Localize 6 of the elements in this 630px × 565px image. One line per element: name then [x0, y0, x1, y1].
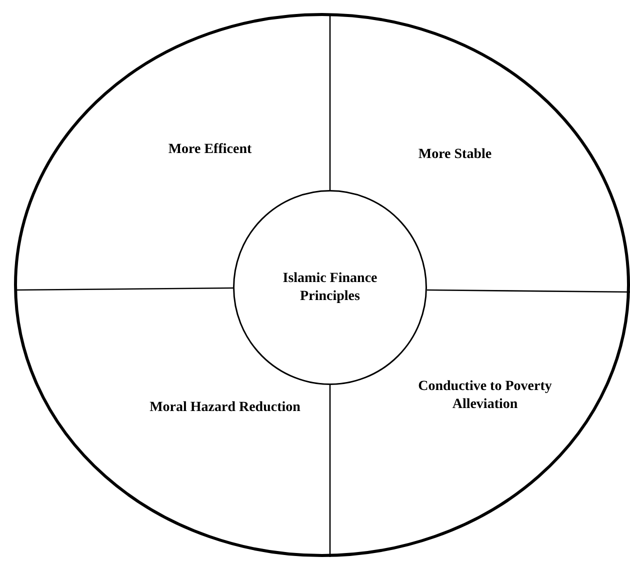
quadrant-label: More Stable — [417, 146, 493, 164]
quadrant-label: Moral Hazard Reduction — [148, 399, 302, 417]
center-label: Islamic Finance Principles — [282, 270, 378, 306]
quadrant-label: Conductive to Poverty Alleviation — [417, 378, 553, 414]
quadrant-label: More Efficent — [167, 141, 253, 159]
outer-circle — [14, 13, 630, 557]
